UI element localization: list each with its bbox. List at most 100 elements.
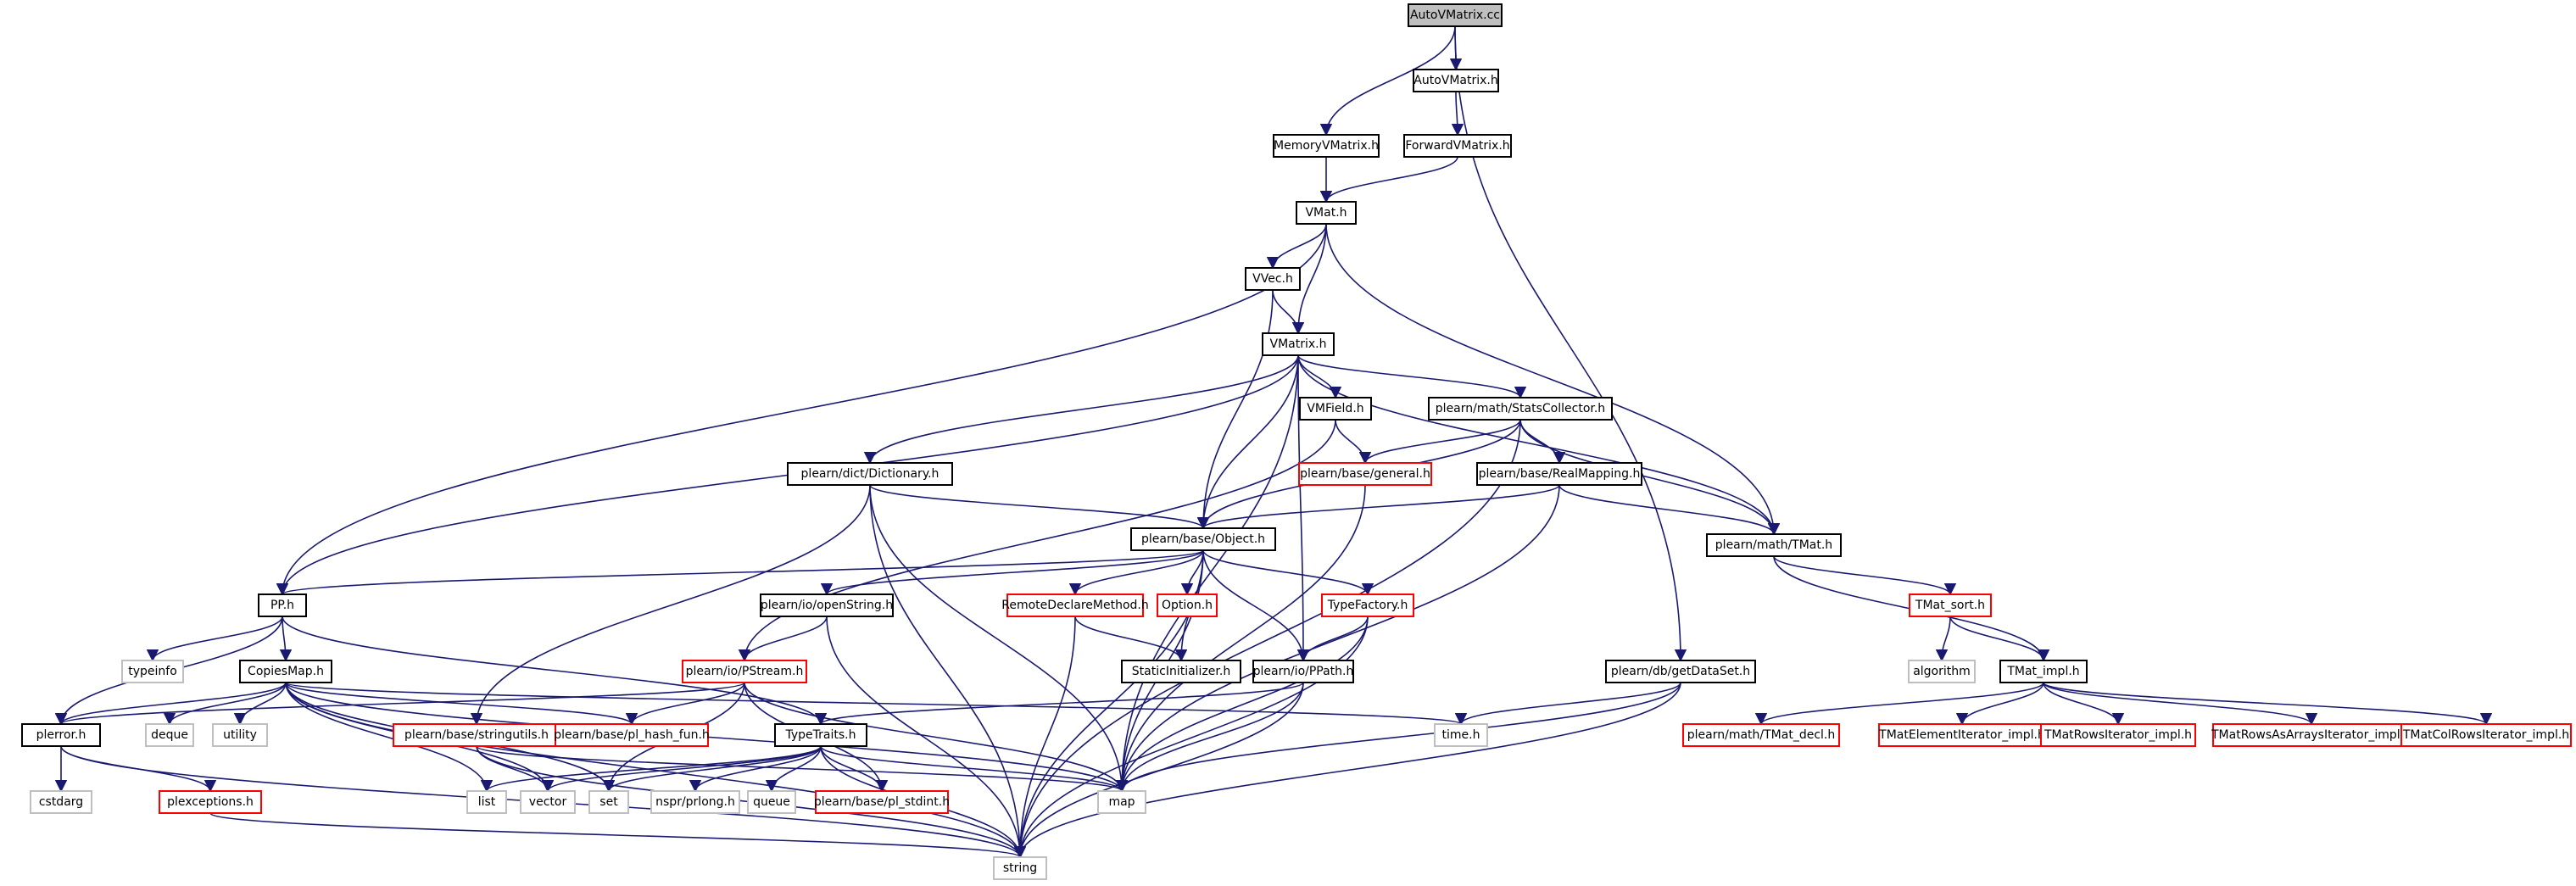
node-plexceptions-h[interactable]: plexceptions.h — [159, 790, 262, 814]
node-tmatrowsiterator-h[interactable]: TMatRowsIterator_impl.h — [2040, 723, 2196, 747]
node-label: map — [1108, 795, 1135, 809]
node-box — [682, 660, 807, 683]
node-vmatrix-h[interactable]: VMatrix.h — [1262, 332, 1335, 356]
edge-openstring_h-to-string — [826, 616, 1027, 859]
node-box — [1296, 201, 1357, 225]
node-realmapping-h[interactable]: plearn/base/RealMapping.h — [1476, 462, 1642, 486]
edge-vmfield_h-to-pstream_h — [738, 419, 1336, 662]
edge-vmat_h-to-vmatrix_h — [1291, 223, 1327, 335]
node-dictionary-h[interactable]: plearn/dict/Dictionary.h — [787, 462, 953, 486]
node-tmat-sort-h[interactable]: TMat_sort.h — [1909, 593, 1992, 617]
node-box — [1157, 593, 1218, 617]
node-ppath-h[interactable]: plearn/io/PPath.h — [1252, 660, 1354, 683]
node-vector: vector — [520, 790, 576, 814]
node-typefactory-h[interactable]: TypeFactory.h — [1321, 593, 1414, 617]
node-label: vector — [529, 795, 567, 809]
node-box — [1298, 462, 1432, 486]
node-getdataset-h[interactable]: plearn/db/getDataSet.h — [1605, 660, 1756, 683]
node-box — [1434, 723, 1488, 747]
node-label: algorithm — [1913, 665, 1971, 678]
edge-getdataset_h-to-time_h — [1454, 682, 1681, 726]
node-tmat-impl-h[interactable]: TMat_impl.h — [1999, 660, 2088, 683]
node-tmatcolrowsiterator-h[interactable]: TMatColRowsIterator_impl.h — [2400, 723, 2572, 747]
node-box — [1130, 527, 1276, 551]
edge-getdataset_h-to-map — [1115, 682, 1681, 793]
node-box — [1252, 660, 1354, 683]
node-tmat-h[interactable]: plearn/math/TMat.h — [1706, 533, 1842, 557]
node-pp-h[interactable]: PP.h — [258, 593, 307, 617]
edge-tmat_sort_h-to-tmat_impl_h — [1949, 616, 2050, 662]
node-box — [993, 856, 1047, 880]
node-vvec-h[interactable]: VVec.h — [1245, 267, 1301, 291]
node-tmatrowsasarraysiterator-h[interactable]: TMatRowsAsArraysIterator_impl.h — [2211, 723, 2412, 747]
node-box — [1909, 593, 1992, 617]
node-general-h[interactable]: plearn/base/general.h — [1298, 462, 1432, 486]
node-box — [1403, 134, 1512, 158]
node-remotedeclaremethod-h[interactable]: RemoteDeclareMethod.h — [1001, 593, 1149, 617]
edge-forwardvmatrix_h-to-vmat_h — [1319, 156, 1458, 203]
edge-dictionary_h-to-string — [869, 484, 1027, 859]
node-autovmatrix-cc[interactable]: AutoVMatrix.cc — [1408, 3, 1503, 27]
edge-typetraits_h-to-nspr_prlong_h — [689, 745, 822, 793]
node-box — [1245, 267, 1301, 291]
node-openstring-h[interactable]: plearn/io/openString.h — [760, 593, 894, 617]
node-pl-hash-fun-h[interactable]: plearn/base/pl_hash_fun.h — [554, 723, 710, 747]
edge-dictionary_h-to-stringutils_h — [470, 484, 871, 726]
node-box — [1428, 397, 1613, 421]
edge-pstream_h-to-map — [744, 682, 1129, 793]
node-label: PP.h — [270, 599, 294, 612]
node-label: TMatRowsAsArraysIterator_impl.h — [2211, 728, 2412, 742]
edge-vmat_h-to-vvec_h — [1266, 223, 1327, 270]
node-pl-stdint-h[interactable]: plearn/base/pl_stdint.h — [814, 790, 950, 814]
edge-typetraits_h-to-list — [481, 745, 822, 793]
node-string: string — [993, 856, 1047, 880]
node-box — [145, 723, 194, 747]
node-staticinitializer-h[interactable]: StaticInitializer.h — [1121, 660, 1241, 683]
node-copiesmap-h[interactable]: CopiesMap.h — [239, 660, 332, 683]
edge-autovmatrix_cc-to-memoryvmatrix_h — [1319, 25, 1456, 137]
edge-vmfield_h-to-general_h — [1335, 419, 1372, 465]
edge-tmat_h-to-tmat_sort_h — [1773, 555, 1957, 596]
node-object-h[interactable]: plearn/base/Object.h — [1130, 527, 1276, 551]
node-box — [787, 462, 953, 486]
node-label: VMatrix.h — [1270, 337, 1327, 351]
edge-autovmatrix_cc-to-getdataset_h — [1454, 25, 1687, 662]
node-vmat-h[interactable]: VMat.h — [1296, 201, 1357, 225]
edge-typetraits_h-to-pl_stdint_h — [820, 745, 889, 793]
node-list: list — [466, 790, 507, 814]
node-statscollector-h[interactable]: plearn/math/StatsCollector.h — [1428, 397, 1613, 421]
node-box — [1299, 397, 1372, 421]
edge-remotedeclaremethod_h-to-string — [1013, 616, 1076, 859]
edge-vmat_h-to-tmat_h — [1325, 223, 1781, 536]
node-plerror-h[interactable]: plerror.h — [21, 723, 101, 747]
node-typeinfo: typeinfo — [121, 660, 184, 683]
node-label: plearn/db/getDataSet.h — [1611, 665, 1750, 678]
node-pstream-h[interactable]: plearn/io/PStream.h — [682, 660, 807, 683]
node-autovmatrix-h[interactable]: AutoVMatrix.h — [1413, 69, 1499, 92]
node-memoryvmatrix-h[interactable]: MemoryVMatrix.h — [1273, 134, 1380, 158]
edge-object_h-to-pp_h — [276, 549, 1204, 596]
node-forwardvmatrix-h[interactable]: ForwardVMatrix.h — [1403, 134, 1512, 158]
node-label: TypeTraits.h — [785, 728, 856, 742]
node-typetraits-h[interactable]: TypeTraits.h — [774, 723, 867, 747]
node-label: plearn/dict/Dictionary.h — [801, 467, 940, 481]
node-map: map — [1097, 790, 1146, 814]
node-label: RemoteDeclareMethod.h — [1001, 599, 1148, 612]
node-tmatelementiterator-h[interactable]: TMatElementIterator_impl.h — [1878, 723, 2046, 747]
node-label: plearn/base/RealMapping.h — [1479, 467, 1641, 481]
node-algorithm: algorithm — [1908, 660, 1976, 683]
node-box — [747, 790, 796, 814]
node-option-h[interactable]: Option.h — [1157, 593, 1218, 617]
edge-vmatrix_h-to-object_h — [1196, 354, 1299, 530]
node-label: utility — [223, 728, 257, 742]
edge-tmat_impl_h-to-tmat_decl_h — [1754, 682, 2044, 726]
edge-typetraits_h-to-vector — [541, 745, 822, 793]
edge-vmatrix_h-to-vmfield_h — [1297, 354, 1342, 399]
node-tmat-decl-h[interactable]: plearn/math/TMat_decl.h — [1682, 723, 1840, 747]
edge-pstream_h-to-plerror_h — [55, 682, 745, 726]
node-label: CopiesMap.h — [248, 665, 324, 678]
node-label: string — [1003, 861, 1037, 875]
node-stringutils-h[interactable]: plearn/base/stringutils.h — [393, 723, 560, 747]
node-vmfield-h[interactable]: VMField.h — [1299, 397, 1372, 421]
